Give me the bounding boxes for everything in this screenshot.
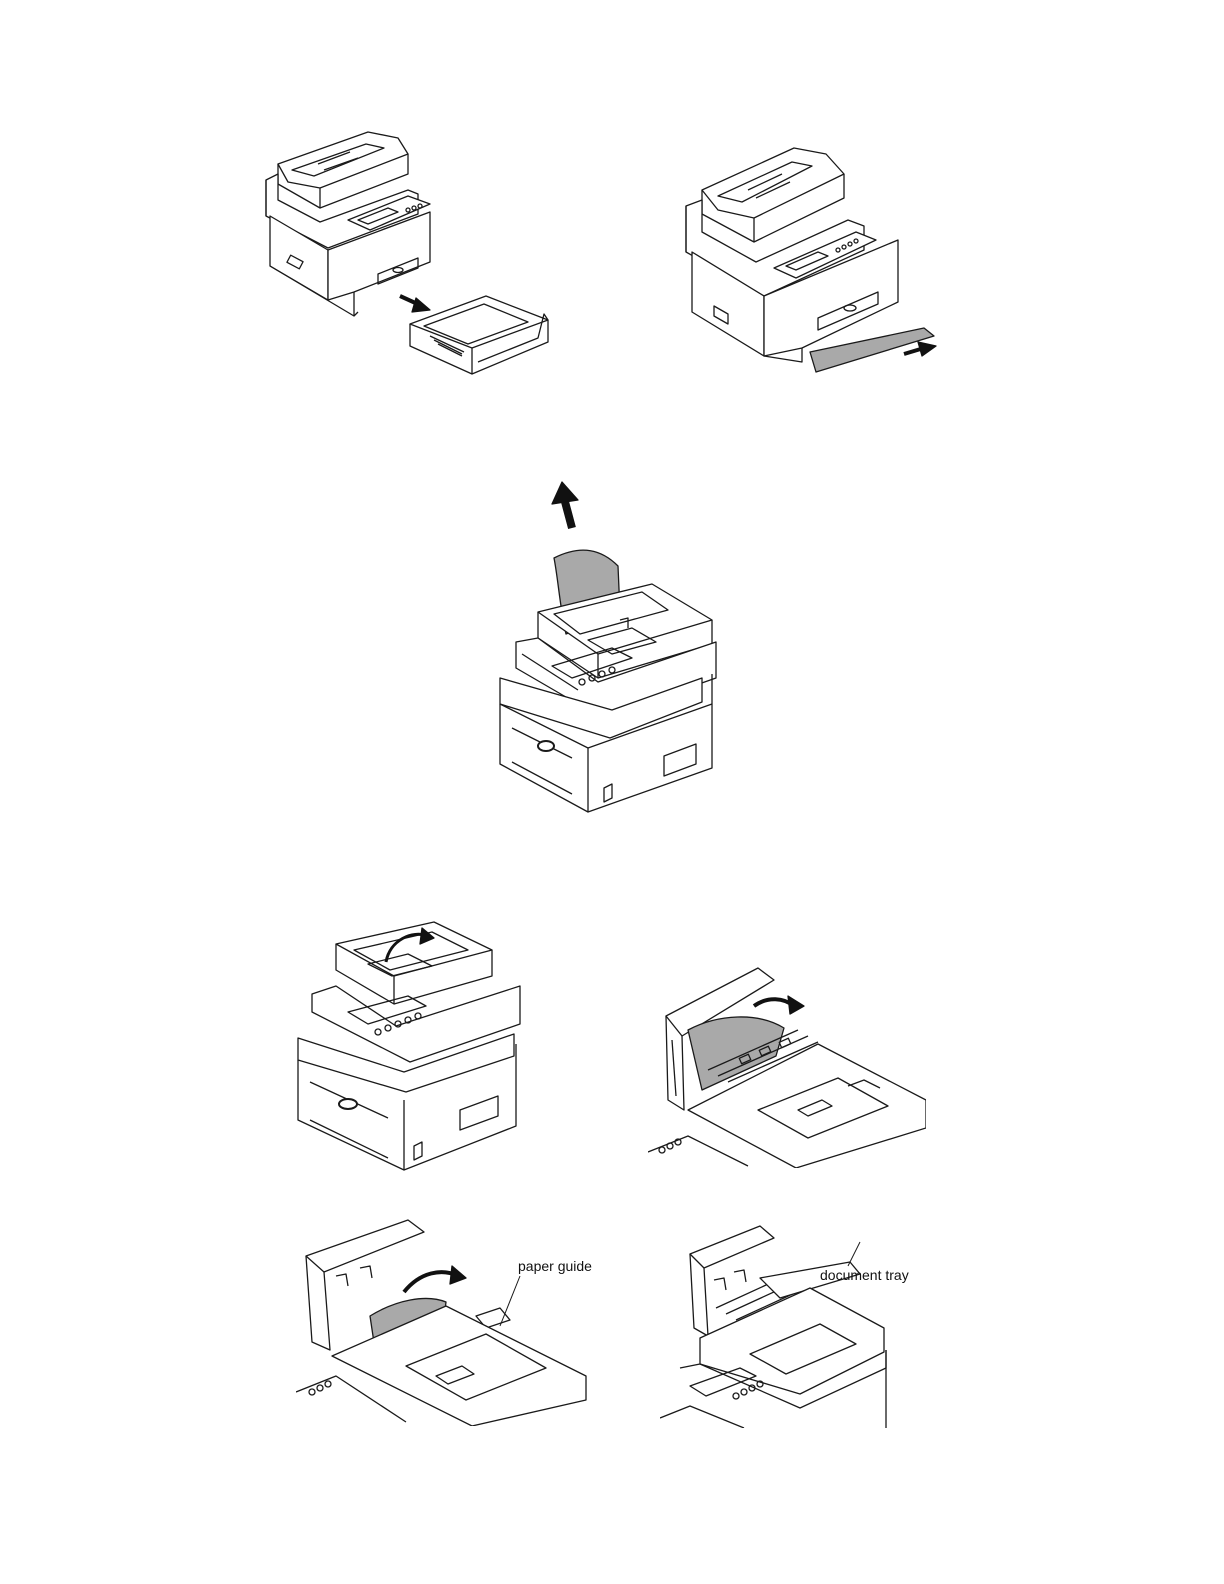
printer-adf-paper-up-icon [492, 478, 730, 818]
document-tray-label: document tray [820, 1267, 909, 1283]
adf-inside-paper-icon [648, 960, 926, 1168]
adf-document-tray-icon [660, 1218, 922, 1428]
printer-adf-cover-open-icon [292, 914, 526, 1172]
printer-tray-removed-icon [258, 124, 558, 380]
paper-guide-label: paper guide [518, 1258, 592, 1274]
printer-paper-exit-icon [678, 140, 948, 390]
adf-paper-guide-icon [296, 1216, 598, 1426]
